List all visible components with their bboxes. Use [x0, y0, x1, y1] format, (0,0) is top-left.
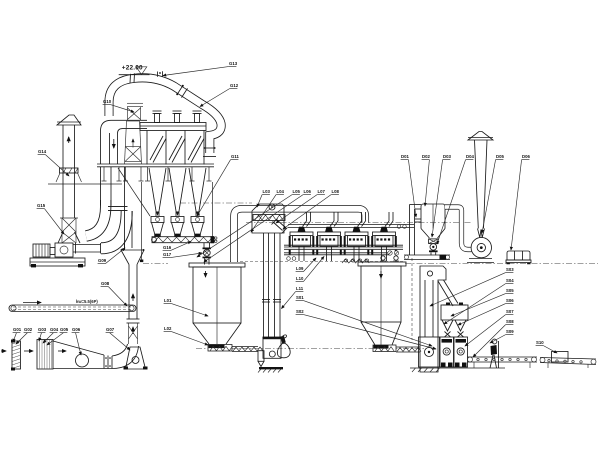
svg-text:G15: G15 [37, 203, 46, 208]
svg-text:G17: G17 [163, 252, 172, 257]
svg-text:G11: G11 [231, 154, 239, 159]
svg-text:+22.00: +22.00 [122, 64, 143, 71]
svg-text:S03: S03 [506, 267, 514, 272]
svg-text:L03: L03 [263, 189, 271, 194]
svg-text:G03: G03 [38, 327, 47, 332]
svg-text:S07: S07 [506, 309, 514, 314]
svg-text:L02: L02 [164, 326, 172, 331]
svg-text:S10: S10 [536, 340, 544, 345]
svg-text:G07: G07 [106, 327, 115, 332]
svg-text:G06: G06 [72, 327, 81, 332]
svg-text:G05: G05 [60, 327, 69, 332]
svg-text:G04: G04 [50, 327, 59, 332]
svg-text:L06: L06 [304, 189, 312, 194]
svg-text:S02: S02 [296, 309, 304, 314]
svg-text:D05: D05 [496, 154, 504, 159]
svg-text:D01: D01 [401, 154, 409, 159]
svg-text:G14: G14 [38, 149, 47, 154]
svg-text:G08: G08 [101, 281, 110, 286]
svg-text:L07: L07 [318, 189, 326, 194]
svg-text:L08: L08 [332, 189, 340, 194]
svg-text:kw=5.5(6P): kw=5.5(6P) [76, 299, 98, 304]
svg-text:G12: G12 [230, 83, 239, 88]
svg-text:L09: L09 [296, 266, 304, 271]
svg-text:L04: L04 [277, 189, 285, 194]
svg-text:L05: L05 [293, 189, 301, 194]
svg-text:S01: S01 [296, 295, 304, 300]
svg-text:S09: S09 [506, 329, 514, 334]
svg-text:L11: L11 [296, 286, 304, 291]
svg-text:G01: G01 [13, 327, 22, 332]
svg-text:G13: G13 [229, 61, 238, 66]
svg-text:G09: G09 [98, 258, 107, 263]
svg-text:D04: D04 [466, 154, 474, 159]
svg-text:D06: D06 [522, 154, 530, 159]
svg-text:D03: D03 [443, 154, 451, 159]
svg-text:D02: D02 [422, 154, 430, 159]
svg-text:G10: G10 [103, 99, 112, 104]
svg-text:S05: S05 [506, 288, 514, 293]
svg-text:S08: S08 [506, 319, 514, 324]
svg-text:G02: G02 [24, 327, 33, 332]
svg-text:L01: L01 [164, 298, 172, 303]
svg-text:G16: G16 [163, 245, 172, 250]
svg-text:S04: S04 [506, 278, 514, 283]
svg-text:S06: S06 [506, 298, 514, 303]
svg-text:L10: L10 [296, 276, 304, 281]
